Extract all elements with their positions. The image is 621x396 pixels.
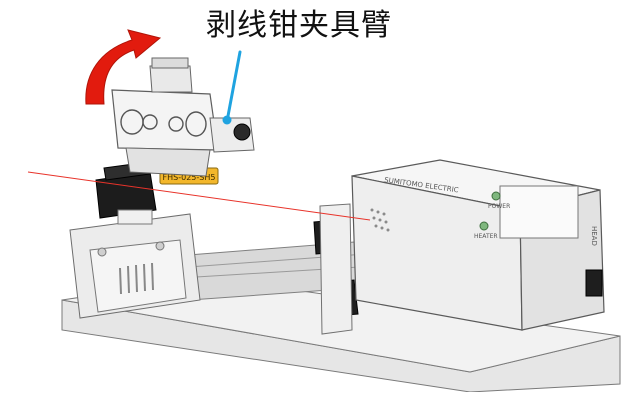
- vent-slots: [119, 262, 154, 295]
- heater-led-icon: [479, 221, 489, 231]
- laser-line: [27, 171, 371, 221]
- side-connector: [585, 269, 603, 297]
- clamp-arm-hinge: [149, 65, 193, 93]
- screw-icon: [142, 114, 158, 130]
- holder-latch: [117, 209, 153, 225]
- heater-lid: [499, 185, 579, 239]
- stripper-clamp-arm: [111, 89, 219, 151]
- callout-leader-line: [226, 50, 242, 118]
- holder-label: FHS-025-SH5: [163, 173, 216, 182]
- screw-icon: [155, 241, 165, 251]
- callout-leader-dot: [222, 115, 232, 125]
- right-clamp-post: [319, 203, 353, 335]
- heater-label: HEATER: [474, 233, 498, 240]
- power-label: POWER: [488, 203, 510, 210]
- screw-icon: [97, 247, 107, 257]
- clamp-arm-tab: [151, 57, 189, 69]
- left-clamp-body: [89, 239, 187, 313]
- clamp-arm-stem: [125, 147, 211, 177]
- speaker-grille: [370, 208, 390, 232]
- power-led-icon: [491, 191, 501, 201]
- pivot-knob: [233, 123, 251, 141]
- callout-label: 剥线钳夹具臂: [206, 8, 392, 43]
- screw-icon: [168, 116, 184, 132]
- rotation-arrow-icon: [85, 29, 162, 105]
- slot-icon: [185, 111, 207, 137]
- side-label: HEAD: [590, 226, 598, 246]
